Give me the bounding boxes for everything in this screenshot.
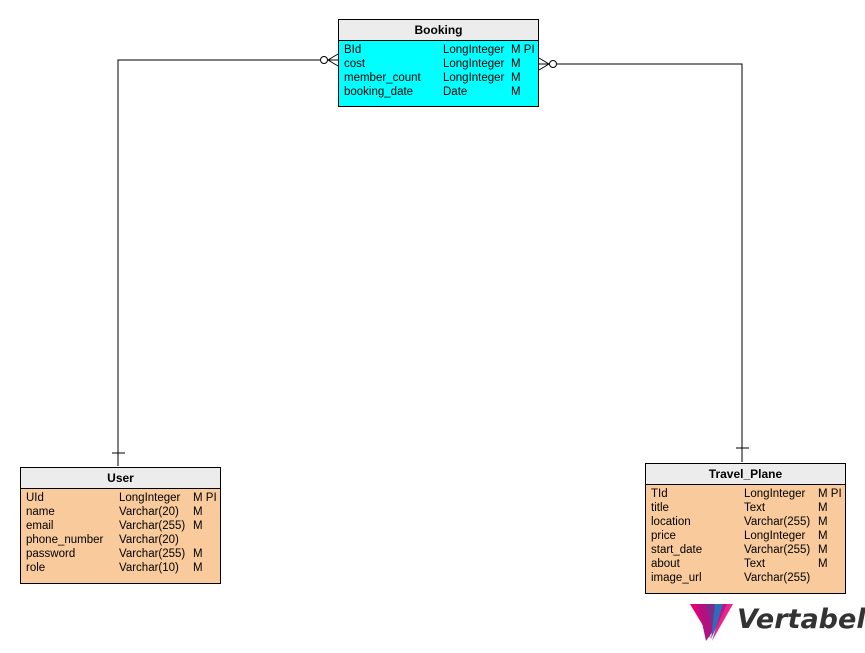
attribute-row[interactable]: member_count LongInteger M [339,71,538,85]
attribute-name: start_date [651,544,703,556]
attribute-name: booking_date [344,86,414,98]
attribute-type: LongInteger [443,58,505,70]
crowfoot-prong [327,53,339,61]
attribute-row[interactable]: cost LongInteger M [339,57,538,71]
attribute-name: email [26,520,54,532]
attribute-type: LongInteger [443,44,505,56]
attribute-flags: M [193,562,203,574]
attribute-name: location [651,516,691,528]
attribute-name: TId [651,488,668,500]
attribute-row[interactable]: email Varchar(255) M [21,519,220,533]
attribute-type: Varchar(20) [119,506,179,518]
attribute-flags: M [818,544,828,556]
zero-circle [320,56,328,64]
attribute-name: title [651,502,669,514]
attribute-type: Varchar(20) [119,534,179,546]
attribute-row[interactable]: title Text M [646,501,845,515]
attribute-flags: M [818,558,828,570]
attribute-row[interactable]: BId LongInteger M PI [339,43,538,57]
attribute-row[interactable]: UId LongInteger M PI [21,491,220,505]
crowfoot-prong [538,57,550,65]
attribute-flags: M [511,58,521,70]
relationship-user-booking[interactable] [112,53,339,466]
attribute-row[interactable]: role Varchar(10) M [21,561,220,575]
attribute-row[interactable]: price LongInteger M [646,529,845,543]
entity-title: User [21,468,220,489]
attribute-row[interactable]: location Varchar(255) M [646,515,845,529]
attribute-type: Varchar(255) [119,548,186,560]
attribute-type: LongInteger [744,530,806,542]
attribute-name: image_url [651,572,702,584]
attribute-flags: M [193,506,203,518]
attribute-flags: M [511,86,521,98]
attribute-type: Date [443,86,468,98]
entity-title: Booking [339,20,538,41]
attribute-type: LongInteger [119,492,181,504]
attribute-name: cost [344,58,366,70]
crowfoot-prong [327,59,339,67]
attribute-name: name [26,506,55,518]
relationship-travel-booking[interactable] [538,57,749,462]
attribute-type: LongInteger [744,488,806,500]
attribute-type: LongInteger [443,72,505,84]
attribute-flags: M [818,516,828,528]
attribute-name: about [651,558,680,570]
attribute-row[interactable]: phone_number Varchar(20) [21,533,220,547]
attribute-type: Text [744,502,766,514]
connector-line [557,63,743,462]
attribute-name: UId [26,492,44,504]
attribute-name: phone_number [26,534,104,546]
attribute-type: Varchar(255) [744,544,811,556]
attribute-name: role [26,562,46,574]
vertabelo-logo: Vertabelo [689,601,865,645]
attribute-row[interactable]: name Varchar(20) M [21,505,220,519]
attribute-flags: M PI [511,44,535,56]
zero-circle [549,60,557,68]
attribute-row[interactable]: TId LongInteger M PI [646,487,845,501]
attribute-flags: M [193,548,203,560]
attribute-row[interactable]: password Varchar(255) M [21,547,220,561]
attribute-row[interactable]: about Text M [646,557,845,571]
attribute-type: Varchar(10) [119,562,179,574]
attribute-name: price [651,530,676,542]
attribute-flags: M [193,520,203,532]
attribute-row[interactable]: image_url Varchar(255) [646,571,845,585]
attribute-row[interactable]: booking_date Date M [339,85,538,99]
vertabelo-logo-mark-icon [690,604,733,641]
attribute-type: Varchar(255) [744,572,811,584]
attribute-flags: M [818,530,828,542]
attribute-type: Text [744,558,766,570]
attribute-name: member_count [344,72,421,84]
connector-line [117,59,320,466]
crowfoot-prong [538,63,550,71]
vertabelo-logo-text: Vertabelo [737,604,865,635]
attribute-type: Varchar(255) [119,520,186,532]
attribute-name: BId [344,44,362,56]
attribute-name: password [26,548,76,560]
attribute-flags: M PI [818,488,842,500]
attribute-flags: M [818,502,828,514]
attribute-row[interactable]: start_date Varchar(255) M [646,543,845,557]
attribute-type: Varchar(255) [744,516,811,528]
entity-title: Travel_Plane [646,464,845,485]
attribute-flags: M [511,72,521,84]
attribute-flags: M PI [193,492,217,504]
